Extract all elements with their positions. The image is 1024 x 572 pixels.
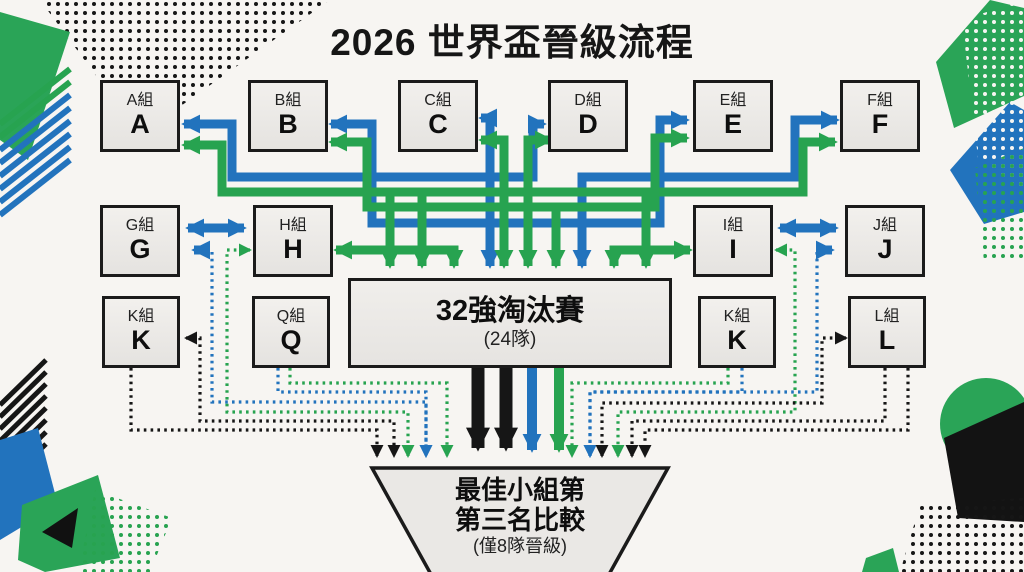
tr-white-dots <box>962 0 1024 190</box>
group-box-k: K組 K <box>102 296 180 368</box>
group-letter: H <box>283 233 303 264</box>
group-label: K組 <box>723 308 751 326</box>
group-letter: K <box>131 324 151 355</box>
group-box-j: J組 J <box>845 205 925 277</box>
group-box-g: G組 G <box>100 205 180 277</box>
group-box-h: H組 H <box>253 205 333 277</box>
funnel-line1: 最佳小組第 <box>454 475 585 505</box>
knockout-title: 32強淘汰賽 <box>435 295 585 328</box>
group-letter: D <box>578 108 598 139</box>
group-box-q: Q組 Q <box>252 296 330 368</box>
group-letter: I <box>729 233 737 264</box>
group-label: C組 <box>424 92 452 110</box>
br-black-shape <box>944 402 1024 522</box>
bl-green-dots <box>78 490 172 572</box>
tl-blue-stripes <box>0 92 72 218</box>
group-letter: F <box>871 108 889 139</box>
knockout-stage-box: 32強淘汰賽 (24隊) <box>348 278 672 368</box>
group-label: G組 <box>125 217 155 235</box>
group-letter: E <box>723 108 742 139</box>
group-label: I組 <box>722 217 744 235</box>
group-label: L組 <box>874 308 900 326</box>
group-box-i: I組 I <box>693 205 773 277</box>
group-label: H組 <box>279 217 307 235</box>
funnel-shape <box>369 466 671 572</box>
tl-dot-triangle <box>40 0 330 135</box>
group-label: F組 <box>867 92 893 110</box>
group-letter: B <box>278 108 298 139</box>
third-place-comparison-box: 最佳小組第 第三名比較 (僅8隊晉級) <box>392 475 648 557</box>
group-box-f: F組 F <box>840 80 920 152</box>
funnel-line3: (僅8隊晉級) <box>473 535 567 556</box>
funnel-line2: 第三名比較 <box>454 504 585 535</box>
group-letter: Q <box>280 324 302 355</box>
group-box-a: A組 A <box>100 80 180 152</box>
knockout-subtitle: (24隊) <box>483 328 537 350</box>
group-label: J組 <box>872 217 897 235</box>
br-green-corner <box>862 548 899 572</box>
group-label: E組 <box>719 92 747 110</box>
group-box-l: L組 L <box>848 296 926 368</box>
group-letter: J <box>877 233 893 264</box>
group-letter: C <box>428 108 448 139</box>
group-box-b: B組 B <box>248 80 328 152</box>
bl-black-triangle <box>42 508 78 548</box>
group-label: A組 <box>126 92 154 110</box>
group-letter: K <box>727 324 747 355</box>
group-letter: L <box>878 324 896 355</box>
group-label: B組 <box>274 92 302 110</box>
group-label: Q組 <box>276 308 306 326</box>
group-label: D組 <box>574 92 602 110</box>
group-letter: A <box>130 108 150 139</box>
group-box-c: C組 C <box>398 80 478 152</box>
tr-green-dots <box>975 148 1024 262</box>
group-box-e: E組 E <box>693 80 773 152</box>
group-box-d: D組 D <box>548 80 628 152</box>
page-title: 2026 世界盃晉級流程 <box>330 22 694 63</box>
group-letter: G <box>129 233 151 264</box>
tl-green-stripes <box>0 66 72 140</box>
br-black-dots <box>900 498 1024 572</box>
group-label: K組 <box>127 308 155 326</box>
group-box-k2: K組 K <box>698 296 776 368</box>
